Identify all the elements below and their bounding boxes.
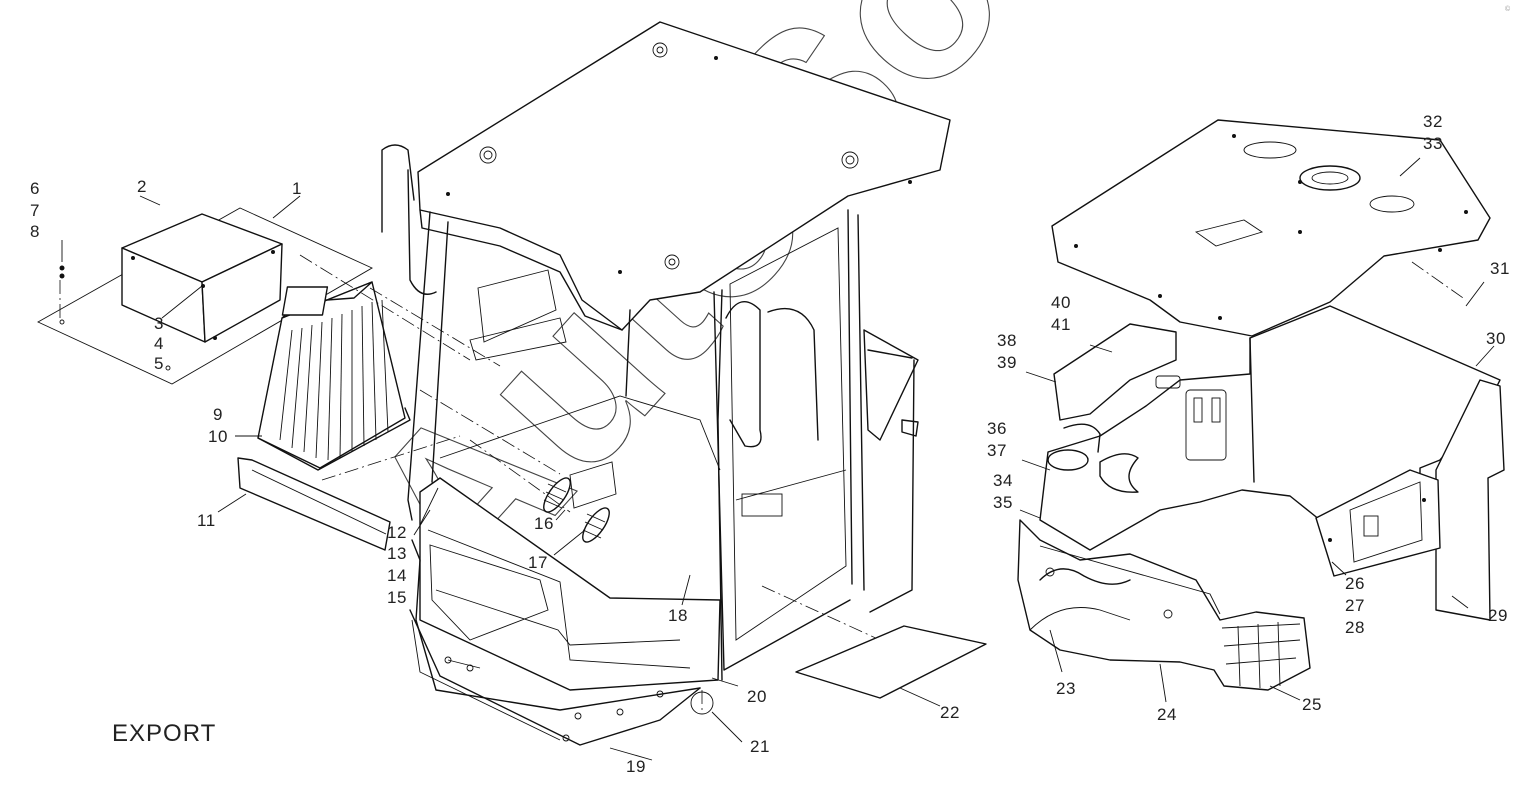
leader-lines-right: [1019, 157, 1495, 703]
export-caption: EXPORT: [112, 720, 217, 747]
callout-4: 4: [154, 334, 164, 353]
callout-2: 2: [137, 177, 147, 196]
callout-30: 30: [1486, 329, 1506, 348]
callout-36: 36: [987, 419, 1007, 438]
callout-23: 23: [1056, 679, 1076, 698]
bolt-stack: [59, 240, 65, 325]
callout-37: 37: [987, 441, 1007, 460]
callout-15: 15: [387, 588, 407, 607]
callout-24: 24: [1157, 705, 1177, 724]
trim-strip: [237, 457, 391, 551]
callout-28: 28: [1345, 618, 1365, 637]
mirror-brushes: [543, 461, 617, 543]
callout-3: 3: [154, 314, 164, 333]
callout-40: 40: [1051, 293, 1071, 312]
callout-12: 12: [387, 523, 407, 542]
callout-5: 5: [154, 354, 164, 373]
callout-41: 41: [1051, 315, 1071, 334]
floor-mat: [795, 625, 987, 699]
callout-34: 34: [993, 471, 1013, 490]
callout-11: 11: [197, 511, 216, 530]
callout-20: 20: [747, 687, 767, 706]
callout-29: 29: [1488, 606, 1508, 625]
callout-33: 33: [1423, 134, 1443, 153]
callout-7: 7: [30, 201, 40, 220]
callout-9: 9: [213, 405, 223, 424]
corner-mark: ©: [1505, 6, 1511, 13]
callout-35: 35: [993, 493, 1013, 512]
callout-31: 31: [1490, 259, 1510, 278]
callout-8: 8: [30, 222, 40, 241]
callout-6: 6: [30, 179, 40, 198]
leader-lines: [413, 487, 941, 761]
callout-19: 19: [626, 757, 646, 776]
callout-14: 14: [387, 566, 407, 585]
cover-box: [121, 213, 283, 343]
callout-25: 25: [1302, 695, 1322, 714]
callout-32: 32: [1423, 112, 1443, 131]
callout-38: 38: [997, 331, 1017, 350]
callout-1: 1: [292, 179, 302, 198]
assembly-lines: [59, 254, 1467, 712]
hvac-housing: [1017, 119, 1505, 691]
callout-22: 22: [940, 703, 960, 722]
callout-39: 39: [997, 353, 1017, 372]
cab-assembly: [381, 21, 951, 746]
callout-13: 13: [387, 544, 407, 563]
callout-26: 26: [1345, 574, 1365, 593]
callout-18: 18: [668, 606, 688, 625]
callout-21: 21: [750, 737, 770, 756]
duct-shroud: [257, 281, 411, 471]
callout-17: 17: [528, 553, 548, 572]
callout-10: 10: [208, 427, 228, 446]
callout-16: 16: [534, 514, 554, 533]
callout-27: 27: [1345, 596, 1365, 615]
